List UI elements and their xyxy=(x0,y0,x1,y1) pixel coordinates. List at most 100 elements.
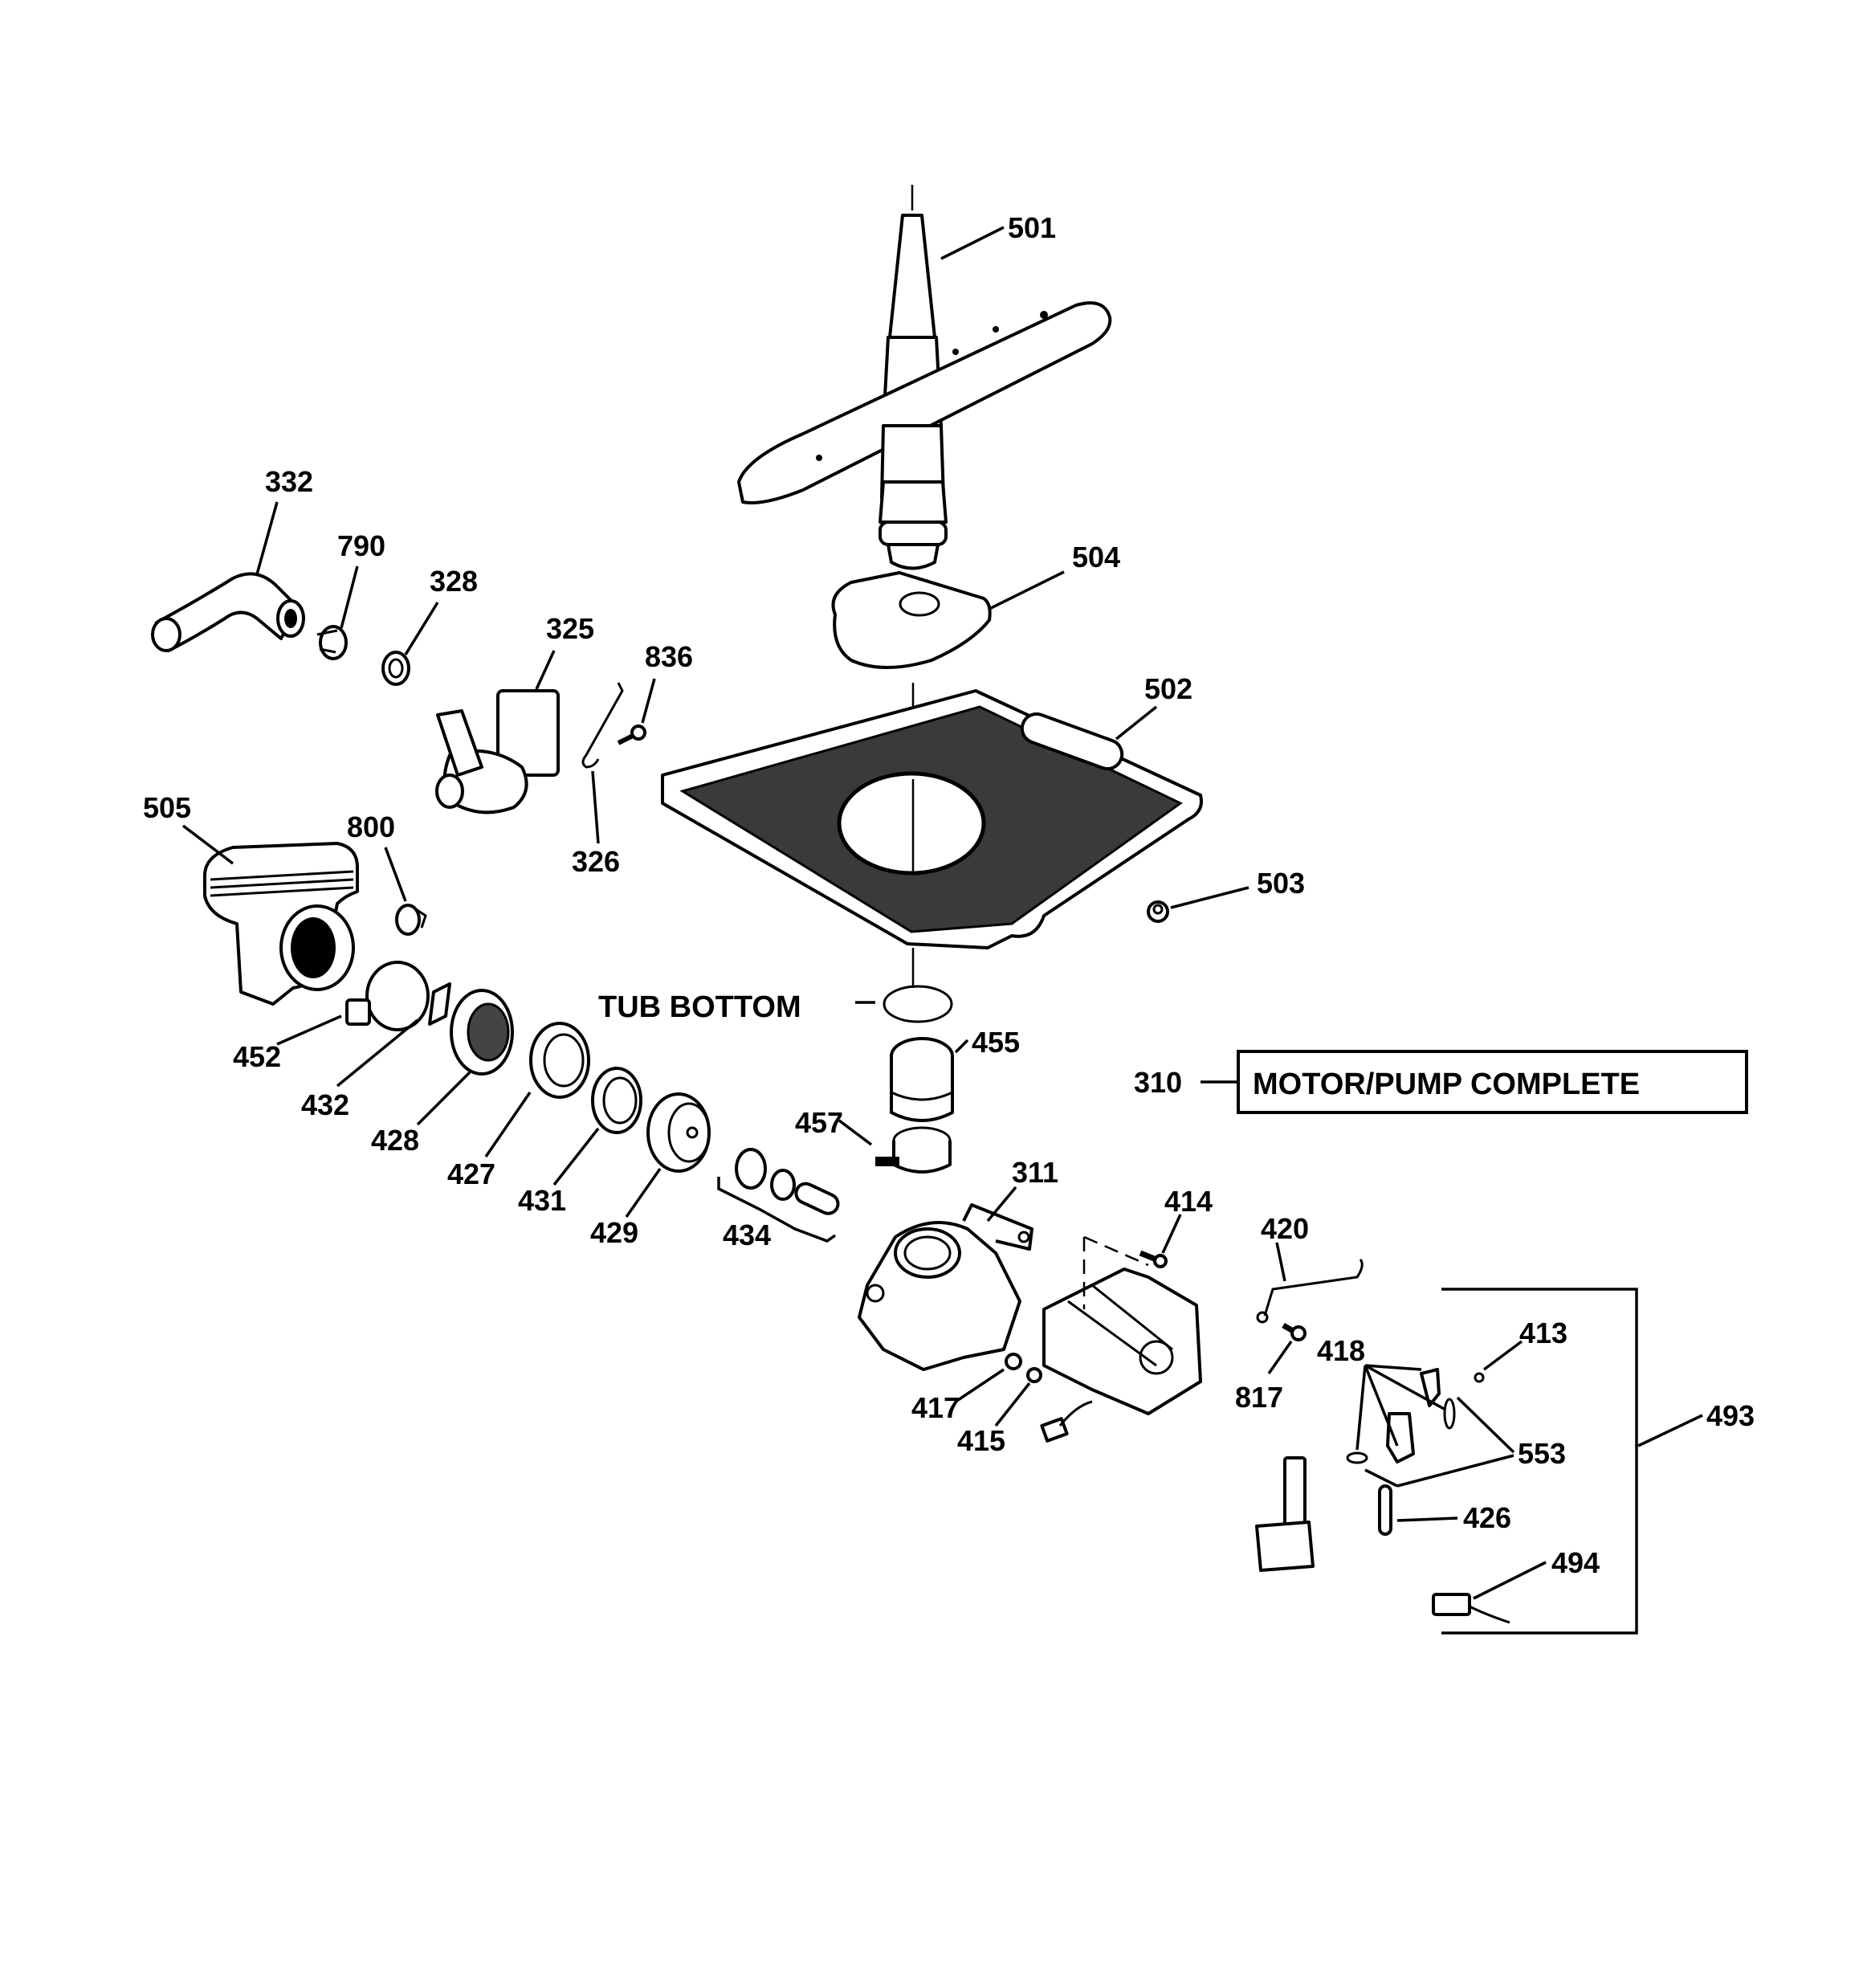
part-455-boot xyxy=(890,1037,954,1122)
callout-311: 311 xyxy=(1012,1156,1058,1189)
leader-line-452 xyxy=(276,1014,342,1046)
leader-line-502 xyxy=(1115,705,1158,741)
callout-452: 452 xyxy=(233,1040,281,1073)
callout-325: 325 xyxy=(546,612,594,645)
part-434-seal-kit xyxy=(717,1148,840,1243)
part-836-screw xyxy=(617,725,646,745)
leader-line-332 xyxy=(255,501,279,575)
part-tub-seal-ring xyxy=(855,985,953,1023)
leader-line-415 xyxy=(994,1382,1031,1427)
leader-line-455 xyxy=(954,1039,969,1054)
part-326-wire-clip xyxy=(581,682,624,769)
callout-504: 504 xyxy=(1072,541,1120,574)
leader-line-431 xyxy=(552,1127,600,1186)
leader-line-426 xyxy=(1396,1517,1458,1522)
callout-502: 502 xyxy=(1144,672,1192,705)
part-817-screw xyxy=(1282,1322,1307,1341)
part-420-rod xyxy=(1256,1259,1364,1324)
leader-line-817 xyxy=(1267,1340,1293,1375)
callout-455: 455 xyxy=(972,1026,1020,1059)
callout-817: 817 xyxy=(1235,1381,1283,1414)
callout-501: 501 xyxy=(1008,211,1056,244)
part-452-clamp xyxy=(345,961,430,1031)
leader-line-414 xyxy=(1161,1214,1182,1254)
part-800-clamp xyxy=(395,904,427,936)
part-332-hose xyxy=(151,572,305,652)
part-414-screw xyxy=(1139,1250,1168,1268)
leader-line-432 xyxy=(336,1018,419,1088)
callout-427: 427 xyxy=(447,1157,495,1190)
leader-line-418 xyxy=(1364,1365,1399,1447)
leader-lines xyxy=(181,226,1703,1600)
callout-457: 457 xyxy=(795,1106,843,1139)
leader-line-417 xyxy=(955,1368,1005,1403)
callout-434: 434 xyxy=(723,1219,771,1251)
callout-418: 418 xyxy=(1317,1334,1365,1367)
leader-line-553 xyxy=(1396,1454,1514,1488)
leader-line-800 xyxy=(384,847,407,902)
callout-790: 790 xyxy=(337,529,385,562)
callout-431: 431 xyxy=(518,1184,566,1217)
callout-503: 503 xyxy=(1257,867,1305,900)
callout-505: 505 xyxy=(143,791,191,824)
leader-line-326 xyxy=(591,770,600,844)
leader-line-420 xyxy=(1275,1242,1286,1282)
part-417-washer xyxy=(1005,1353,1022,1370)
part-328-ring xyxy=(381,651,410,686)
leader-line-790 xyxy=(340,565,359,629)
leader-line-503 xyxy=(1170,886,1249,909)
leader-line-418 xyxy=(1364,1364,1422,1371)
callout-494: 494 xyxy=(1551,1546,1600,1579)
leader-line-418 xyxy=(1355,1365,1367,1451)
callout-labels: 501 332 790 328 325 836 504 502 505 800 326 503 455 4… xyxy=(143,211,1755,1579)
leader-line-457 xyxy=(838,1119,873,1146)
part-505-sump xyxy=(203,842,359,1006)
leader-line-553 xyxy=(1456,1396,1515,1454)
leader-line-428 xyxy=(416,1071,471,1126)
callout-428: 428 xyxy=(371,1124,419,1157)
assembly-part-number: 310 xyxy=(1134,1066,1182,1099)
callout-413: 413 xyxy=(1519,1316,1567,1349)
callout-432: 432 xyxy=(301,1088,349,1121)
callout-836: 836 xyxy=(645,640,693,673)
leader-line-836 xyxy=(641,678,656,724)
leader-line-501 xyxy=(940,226,1005,260)
part-432-latch xyxy=(428,982,451,1026)
leader-line-505 xyxy=(181,824,234,865)
assembly-310-box xyxy=(1201,1050,1748,1114)
leader-line-311 xyxy=(986,1186,1017,1223)
assembly-description: MOTOR/PUMP COMPLETE xyxy=(1253,1067,1640,1101)
part-457-clamp xyxy=(875,1126,952,1174)
callout-326: 326 xyxy=(572,845,620,878)
callout-426: 426 xyxy=(1463,1501,1511,1534)
part-311-pump-housing xyxy=(858,1203,1033,1371)
leader-line-493 xyxy=(1637,1414,1703,1447)
leader-line-553 xyxy=(1364,1468,1398,1488)
tub-bottom-label: TUB BOTTOM xyxy=(598,990,801,1024)
callout-429: 429 xyxy=(590,1216,638,1249)
leader-line-325 xyxy=(535,650,556,690)
leader-line-429 xyxy=(625,1167,662,1219)
callout-414: 414 xyxy=(1164,1185,1213,1218)
leader-line-494 xyxy=(1473,1561,1547,1600)
part-415-nut xyxy=(1026,1367,1042,1383)
part-790-clamp xyxy=(316,625,348,660)
callout-328: 328 xyxy=(430,565,478,598)
part-427-ring xyxy=(529,1022,590,1099)
leader-line-418 xyxy=(1364,1364,1446,1411)
callout-332: 332 xyxy=(265,465,313,498)
part-493-solenoid-kit xyxy=(1255,1368,1510,1624)
leader-line-413 xyxy=(1482,1340,1523,1371)
part-501-spray-arm xyxy=(737,185,1112,570)
bracket-493 xyxy=(1441,1288,1638,1635)
leader-line-427 xyxy=(484,1092,532,1157)
leader-line-504 xyxy=(989,570,1065,610)
part-431-ring xyxy=(591,1067,642,1134)
callout-553: 553 xyxy=(1518,1437,1566,1470)
callout-417: 417 xyxy=(911,1391,960,1424)
callout-415: 415 xyxy=(957,1424,1005,1457)
callout-800: 800 xyxy=(347,810,395,843)
part-motor xyxy=(1040,1235,1202,1443)
leader-line-328 xyxy=(404,602,439,655)
